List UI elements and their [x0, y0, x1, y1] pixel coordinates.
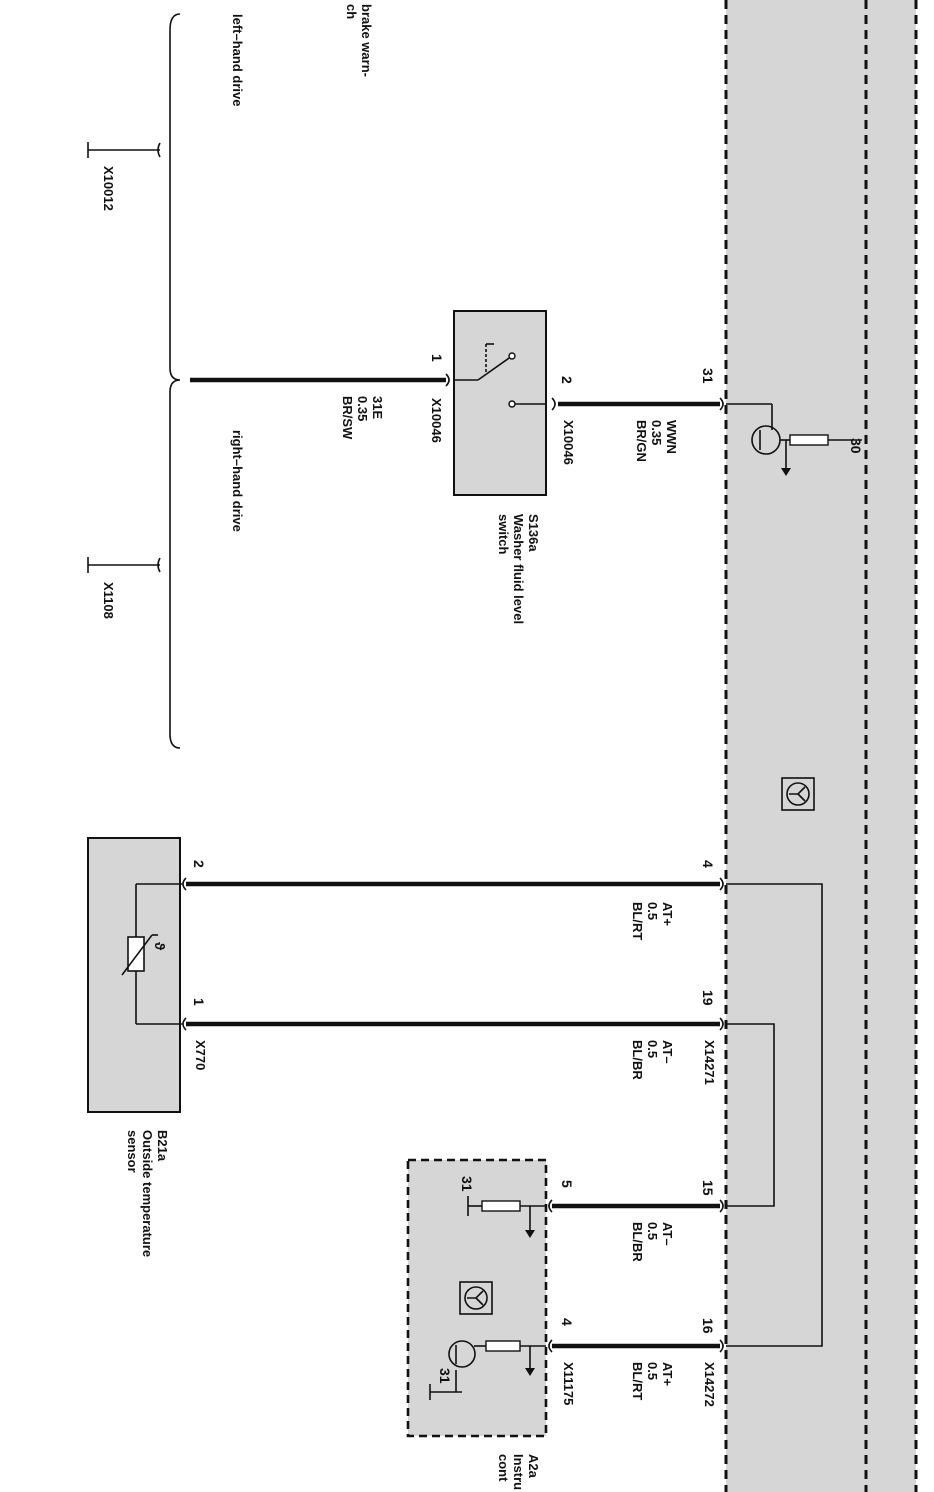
sensor-desc-2: sensor [125, 1130, 140, 1173]
wire-at-plus-2-color: BL/RT [630, 1362, 645, 1400]
a2a-logo-icon [459, 1281, 493, 1315]
switch-desc-1: Washer fluid level [511, 514, 526, 624]
switch-desc-2: switch [496, 514, 511, 555]
sensor-id: B21a [155, 1130, 170, 1162]
wire-at-plus-1-signal: AT+ [660, 902, 675, 926]
sensor-pin-2: 2 [191, 860, 207, 868]
wire-at-plus-2-size: 0.5 [645, 1362, 660, 1380]
sensor-connector-x770: X770 [193, 1040, 208, 1070]
switch-pin-1: 1 [429, 354, 445, 362]
thermistor-symbol [121, 883, 182, 1025]
drive-variant-brace [169, 13, 181, 749]
wire-wwn-size: 0.35 [649, 420, 664, 445]
sensor-desc-1: Outside temperature [140, 1130, 155, 1257]
wire-at-plus-1-color: BL/RT [630, 902, 645, 940]
a2a-desc-2: cont [496, 1454, 511, 1482]
wire-at-plus-2-signal: AT+ [660, 1362, 675, 1386]
switch-id: S136a [526, 514, 541, 552]
module-logo-icon [781, 777, 815, 811]
module-internal-at-plus [726, 883, 823, 1347]
module-pin-16: 16 [700, 1318, 716, 1334]
a2a-desc-1: Instru [511, 1454, 526, 1490]
a2a-ground-31-upper: 31 [459, 1176, 475, 1192]
switch-pin-2: 2 [559, 376, 575, 384]
wire-31e-signal: 31E [370, 396, 385, 419]
module-pin-31: 31 [700, 368, 716, 384]
control-module-area [726, 0, 916, 1492]
module-pin-19: 19 [700, 990, 716, 1006]
module-connector-x14272: X14272 [702, 1362, 717, 1407]
ground-x1108-label: X1108 [101, 582, 116, 619]
wire-at-minus-2-size: 0.5 [645, 1222, 660, 1240]
a2a-pin-5: 5 [559, 1180, 575, 1188]
ground-x10012 [87, 142, 161, 158]
sensor-b21a-box [87, 837, 181, 1113]
ground-x10012-label: X10012 [101, 166, 116, 211]
wire-wwn-color: BR/GN [634, 420, 649, 462]
wire-at-plus-1-size: 0.5 [645, 902, 660, 920]
a2a-resistor-ground [467, 1196, 546, 1238]
switch-contact-symbol [454, 343, 546, 408]
bus-pin-30: 30 [848, 438, 864, 454]
wire-at-minus-1-color: BL/BR [630, 1040, 645, 1080]
switch-s136a-box [453, 310, 547, 496]
sensor-pin-1: 1 [191, 998, 207, 1006]
a2a-connector-x11175: X11175 [561, 1362, 576, 1405]
wire-wwn-signal: WWN [664, 420, 679, 454]
a2a-id: A2a [526, 1454, 541, 1479]
module-pin-4: 4 [700, 860, 716, 868]
module-input-transistor [726, 403, 862, 476]
module-pin-15: 15 [700, 1180, 716, 1196]
a2a-ground-31-lower: 31 [437, 1368, 453, 1384]
top-fragment-label-2: ch [344, 4, 359, 19]
wire-at-minus-1-size: 0.5 [645, 1040, 660, 1058]
wire-at-minus-2-signal: AT– [660, 1222, 675, 1246]
wire-31e-size: 0.35 [355, 396, 370, 421]
top-fragment-label-1: brake warn- [359, 4, 374, 77]
switch-connector-left: X10046 [429, 398, 444, 443]
right-hand-drive-label: right–hand drive [230, 430, 245, 532]
wire-31e-color: BR/SW [340, 396, 355, 440]
a2a-pin-4: 4 [559, 1318, 575, 1326]
wire-at-minus-1-signal: AT– [660, 1040, 675, 1064]
ground-x1108 [87, 557, 161, 573]
left-hand-drive-label: left–hand drive [230, 14, 245, 106]
thermistor-theta-symbol: ϑ [152, 942, 168, 951]
wire-at-minus-2-color: BL/BR [630, 1222, 645, 1262]
module-connector-x14271: X14271 [702, 1040, 717, 1085]
a2a-input-transistor [429, 1340, 546, 1400]
switch-connector-right: X10046 [561, 420, 576, 465]
module-internal-at-minus [726, 1023, 775, 1207]
